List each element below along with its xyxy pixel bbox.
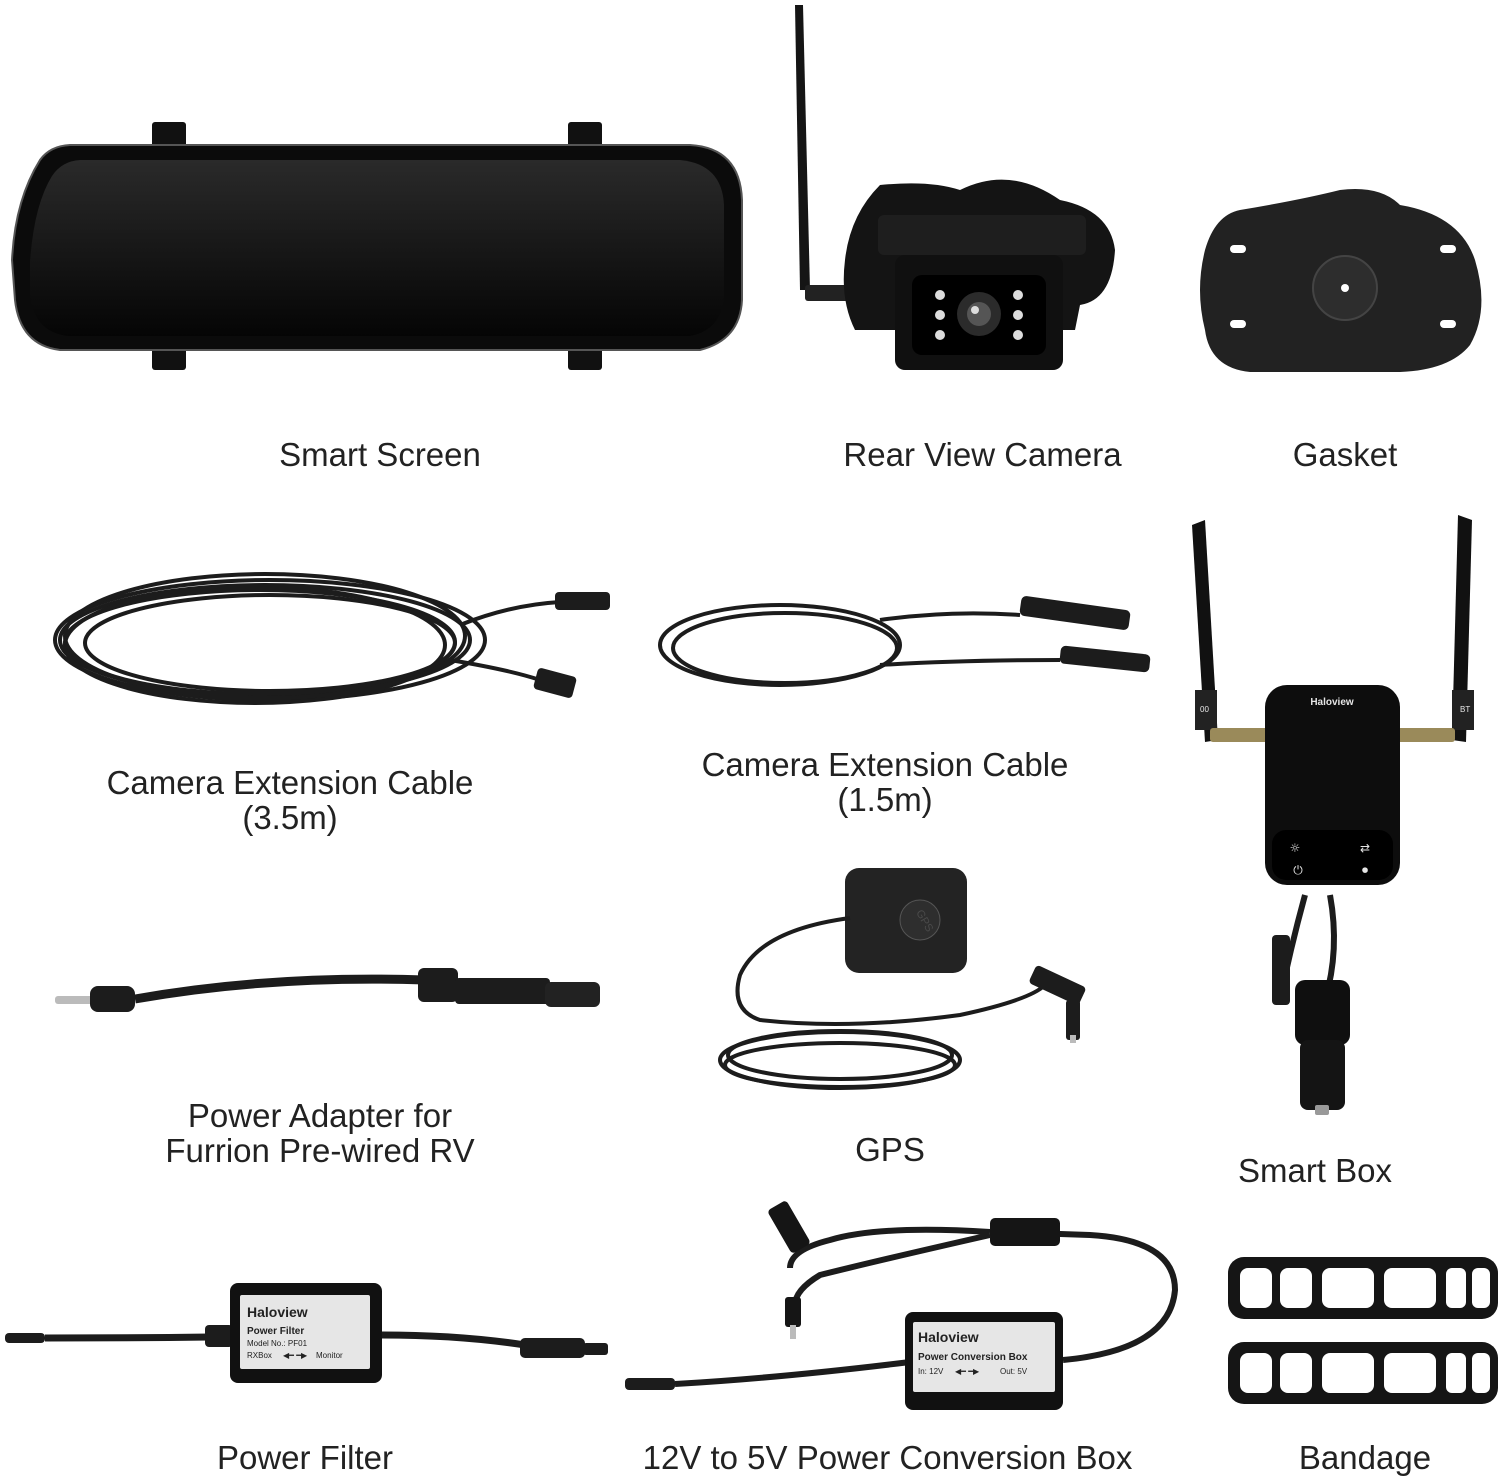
label-power-adapter: Power Adapter for Furrion Pre-wired RV [140, 1098, 500, 1168]
label-line: (3.5m) [242, 799, 338, 836]
label-line: Bandage [1298, 1439, 1432, 1476]
label-line: Rear View Camera [843, 436, 1122, 473]
label-line: Smart Box [1237, 1152, 1393, 1189]
label-smart-screen: Smart Screen [230, 437, 530, 472]
cable-35m-illustration [53, 572, 561, 705]
smart-box-left-antenna-tag: 00 [1200, 705, 1209, 714]
filter-name: Power Filter [247, 1326, 304, 1337]
label-line: GPS [855, 1131, 925, 1168]
label-bandage: Bandage [1280, 1440, 1450, 1475]
conv-in: In: 12V [918, 1367, 944, 1376]
conv-brand: Haloview [918, 1329, 979, 1345]
label-gasket: Gasket [1255, 437, 1435, 472]
power-icon: ⏻ [1293, 863, 1303, 877]
label-camera-extension-cable-35: Camera Extension Cable (3.5m) [80, 765, 500, 835]
label-line: Power Adapter for [187, 1097, 453, 1134]
smart-box-brand: Haloview [1310, 697, 1354, 708]
power-conversion-box-illustration [625, 1201, 1179, 1410]
conv-out: Out: 5V [1000, 1367, 1028, 1376]
gps-illustration [718, 868, 1086, 1090]
label-line: (1.5m) [837, 781, 933, 818]
filter-route-to: Monitor [316, 1351, 343, 1360]
conv-name: Power Conversion Box [918, 1352, 1028, 1363]
filter-route-from: RXBox [247, 1351, 272, 1360]
label-gps: GPS [820, 1132, 960, 1167]
cable-15m-illustration [658, 603, 1061, 687]
power-adapter-illustration [55, 968, 600, 1012]
smart-box-illustration [1192, 515, 1474, 1115]
smart-box-right-antenna-tag: BT [1460, 705, 1470, 714]
conv-arrows: ◀━ ━▶ [955, 1367, 980, 1376]
gasket-illustration [1200, 189, 1482, 372]
label-line: 12V to 5V Power Conversion Box [642, 1439, 1133, 1476]
label-rear-view-camera: Rear View Camera [810, 437, 1155, 472]
label-power-filter: Power Filter [190, 1440, 420, 1475]
label-line: Gasket [1292, 436, 1398, 473]
label-line: Furrion Pre-wired RV [165, 1132, 475, 1169]
label-power-conversion-box: 12V to 5V Power Conversion Box [610, 1440, 1165, 1475]
filter-brand: Haloview [247, 1304, 308, 1320]
smart-screen-illustration [10, 122, 743, 370]
power-filter-illustration [5, 1283, 608, 1383]
label-smart-box: Smart Box [1220, 1153, 1410, 1188]
label-line: Power Filter [216, 1439, 394, 1476]
filter-model: Model No.: PF01 [247, 1339, 308, 1348]
record-icon: ⏺ [1362, 863, 1368, 877]
switch-icon: ⇄ [1360, 841, 1370, 855]
label-camera-extension-cable-15: Camera Extension Cable (1.5m) [675, 747, 1095, 817]
bandage-illustration [1228, 1257, 1498, 1404]
label-line: Camera Extension Cable [701, 746, 1069, 783]
rear-view-camera-illustration [795, 5, 1115, 370]
brightness-icon: ☼ [1290, 841, 1301, 855]
label-line: Smart Screen [279, 436, 481, 473]
filter-route-arrows: ◀━ ━▶ [283, 1351, 308, 1360]
label-line: Camera Extension Cable [106, 764, 474, 801]
